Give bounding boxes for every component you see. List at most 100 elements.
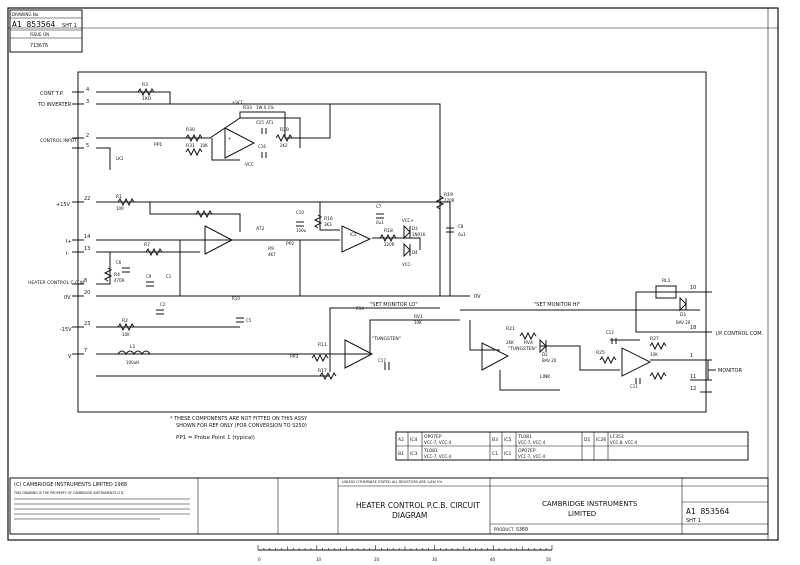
svg-text:R4: R4 xyxy=(114,272,120,278)
right-pin-18: 18 xyxy=(690,325,696,331)
svg-text:R11: R11 xyxy=(318,342,327,348)
svg-text:220R: 220R xyxy=(384,242,395,247)
terminal-label-0v: 0V xyxy=(64,295,71,301)
svg-text:R1: R1 xyxy=(116,194,122,200)
ic2-op-amp xyxy=(341,225,372,253)
relay-rl1 xyxy=(655,285,677,299)
svg-text:IC3: IC3 xyxy=(410,451,417,457)
svg-text:"SET MONITOR LO": "SET MONITOR LO" xyxy=(370,302,418,308)
drawing-border xyxy=(7,7,779,541)
svg-text:OP07EP: OP07EP xyxy=(424,434,442,440)
terminal-label-heater-control: HEATER CONTROL C.C.W. xyxy=(28,280,85,286)
svg-text:VCC-7, VCC-4: VCC-7, VCC-4 xyxy=(424,440,452,445)
ic1-op-amp xyxy=(344,339,374,369)
svg-text:C16: C16 xyxy=(258,144,266,149)
svg-text:R30: R30 xyxy=(186,127,195,133)
svg-text:R17: R17 xyxy=(318,368,327,374)
svg-text:RV1: RV1 xyxy=(414,314,423,320)
svg-text:40: 40 xyxy=(490,557,496,562)
svg-text:1N916: 1N916 xyxy=(412,232,426,237)
scale-ruler: 0 10 20 30 40 50 xyxy=(258,549,552,562)
pcb-boundary xyxy=(77,71,707,413)
svg-text:AT1: AT1 xyxy=(266,120,274,125)
svg-text:D1: D1 xyxy=(680,312,686,318)
svg-text:PP2: PP2 xyxy=(286,241,294,247)
terminal-pin-14: 14 xyxy=(84,234,90,240)
svg-text:10: 10 xyxy=(316,557,322,562)
copyright-line-2: THIS DRAWING IS THE PROPERTY OF CAMBRIDG… xyxy=(13,491,124,495)
svg-text:C11: C11 xyxy=(630,384,638,389)
svg-text:100uH: 100uH xyxy=(126,360,139,365)
svg-text:"TUNGSTEN": "TUNGSTEN" xyxy=(372,336,401,342)
terminal-label-to-inverter: TO INVERTER xyxy=(37,102,72,108)
company-name-line-1: CAMBRIDGE INSTRUMENTS xyxy=(542,500,638,508)
svg-text:100u: 100u xyxy=(296,228,307,233)
svg-text:50: 50 xyxy=(546,557,552,562)
right-pin-12: 12 xyxy=(690,386,696,392)
svg-text:VCC-: VCC- xyxy=(402,262,412,267)
ic-reference-table: A2 IC4 OP07EP VCC-7, VCC-4 B3 IC5 TL081 … xyxy=(395,431,749,461)
svg-text:R7: R7 xyxy=(144,242,150,248)
svg-text:RV4: RV4 xyxy=(524,340,533,346)
terminal-pin-5: 5 xyxy=(86,143,89,149)
capacitor-symbols xyxy=(122,128,641,384)
svg-text:L1: L1 xyxy=(130,344,136,350)
diode-symbols xyxy=(403,224,687,354)
sheet-number-top: SHT 1 xyxy=(62,23,77,29)
svg-text:-: - xyxy=(228,149,230,154)
svg-text:LK1: LK1 xyxy=(116,156,124,161)
svg-text:R14: R14 xyxy=(356,306,364,311)
svg-text:D3: D3 xyxy=(412,226,418,231)
svg-text:R21: R21 xyxy=(506,326,515,332)
drawing-notes: * THESE COMPONENTS ARE NOT FITTED ON THI… xyxy=(170,416,308,441)
issue-value: 713676 xyxy=(30,43,48,49)
product-label: PRODUCT xyxy=(494,527,514,532)
svg-text:20: 20 xyxy=(374,557,380,562)
svg-text:R33: R33 xyxy=(243,105,252,111)
top-title-block: DRAWING No. A1 853564 SHT 1 ISSUE ON 713… xyxy=(9,9,83,53)
svg-text:C12: C12 xyxy=(606,330,614,335)
svg-text:VCC-7, VCC-4: VCC-7, VCC-4 xyxy=(424,454,452,459)
svg-text:OP07EP: OP07EP xyxy=(518,448,536,454)
ic5-op-amp xyxy=(481,342,510,371)
svg-text:10R: 10R xyxy=(116,206,124,211)
svg-text:-VCC: -VCC xyxy=(244,162,254,167)
svg-text:C9: C9 xyxy=(146,274,152,279)
issue-label: ISSUE ON xyxy=(30,32,49,37)
svg-text:PP1: PP1 xyxy=(154,142,162,148)
svg-text:4K7: 4K7 xyxy=(268,252,276,257)
svg-text:B1: B1 xyxy=(398,451,404,457)
company-name-line-2: LIMITED xyxy=(568,510,596,518)
wire-network xyxy=(96,91,700,391)
svg-text:D2: D2 xyxy=(542,352,548,357)
svg-text:0u1: 0u1 xyxy=(376,220,384,225)
svg-text:C5: C5 xyxy=(246,318,252,323)
svg-text:R25: R25 xyxy=(596,350,605,356)
svg-text:PP3: PP3 xyxy=(290,354,298,360)
right-label-ip-control: I/P CONTROL COM. xyxy=(716,331,764,337)
svg-text:A2: A2 xyxy=(398,437,404,443)
svg-text:TL081: TL081 xyxy=(517,434,532,440)
sheet-number-bottom: SHT 1 xyxy=(686,518,701,524)
svg-text:0u1: 0u1 xyxy=(458,232,466,237)
product-value: S360 xyxy=(516,527,528,533)
svg-text:IC2: IC2 xyxy=(350,232,357,237)
terminal-label-plus15v: +15V xyxy=(56,202,71,208)
diagram-title-line-2: DIAGRAM xyxy=(392,511,427,520)
svg-text:R2: R2 xyxy=(122,318,128,324)
svg-text:R10: R10 xyxy=(232,296,240,301)
drawing-number-bottom: A1 853564 xyxy=(686,507,730,516)
svg-text:C1: C1 xyxy=(166,274,172,279)
svg-text:IC5: IC5 xyxy=(504,437,511,443)
svg-text:R29: R29 xyxy=(280,127,289,133)
svg-text:B3: B3 xyxy=(492,437,498,443)
copyright-line-1: (C) CAMBRIDGE INSTRUMENTS LIMITED 1988 xyxy=(14,482,127,488)
svg-text:R18: R18 xyxy=(384,228,393,234)
svg-text:R27: R27 xyxy=(650,336,659,342)
svg-text:1W 0.1%: 1W 0.1% xyxy=(256,105,274,110)
terminal-label-i-minus: I- xyxy=(66,251,69,257)
svg-text:IC26: IC26 xyxy=(596,437,606,443)
left-terminal-strip: CONT T.P. 4 TO INVERTER 3 CONTROL INPUT … xyxy=(28,87,90,360)
svg-text:BAV 20: BAV 20 xyxy=(676,320,691,325)
